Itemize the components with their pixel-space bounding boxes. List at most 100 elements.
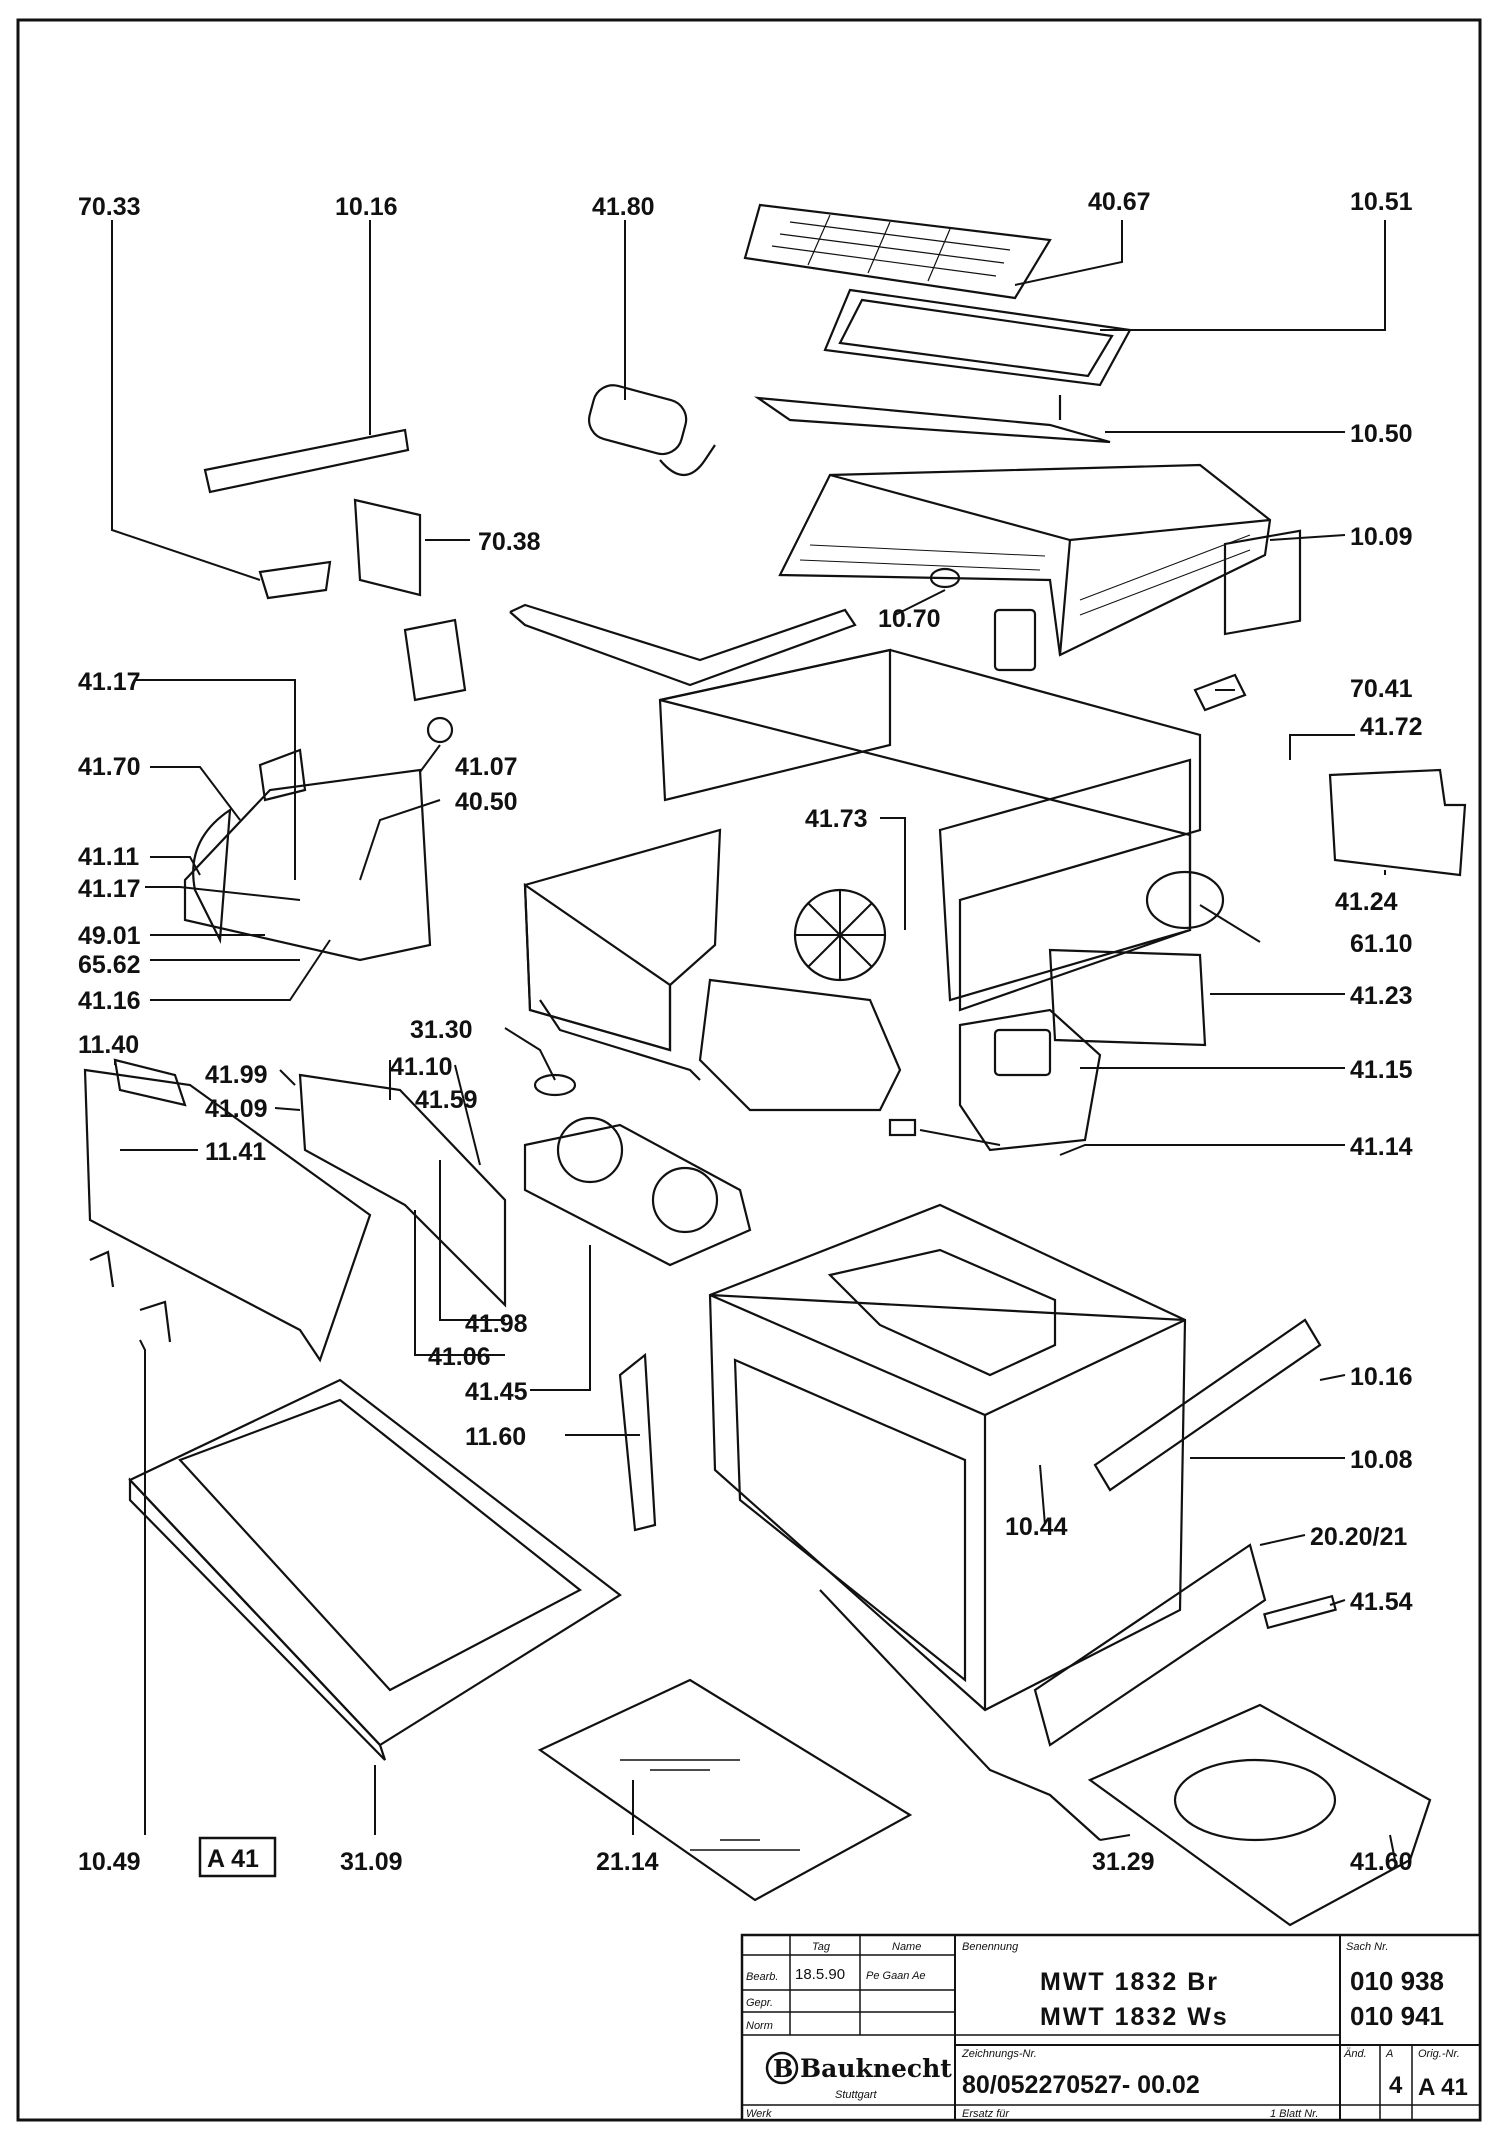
oven-cavity bbox=[708, 1203, 1187, 1712]
tb-aend-label: Änd. bbox=[1343, 2048, 1367, 2060]
label-4145: 41.45 bbox=[465, 1378, 528, 1406]
tb-a-label: A bbox=[1385, 2048, 1393, 2060]
label-4116: 41.16 bbox=[78, 987, 141, 1015]
label-7038: 70.38 bbox=[478, 528, 541, 556]
label-4111: 41.11 bbox=[78, 843, 139, 871]
magnetron bbox=[958, 1008, 1102, 1152]
tb-blatt-label: 1 Blatt Nr. bbox=[1270, 2108, 1319, 2120]
hinge bbox=[618, 1352, 657, 1532]
tb-brand: Bauknecht bbox=[800, 2054, 952, 2083]
turntable-drive bbox=[523, 1123, 752, 1267]
label-4172: 41.72 bbox=[1360, 713, 1423, 741]
label-1049: 10.49 bbox=[78, 1848, 141, 1876]
top-frame bbox=[823, 288, 1132, 387]
label-1009: 10.09 bbox=[1350, 523, 1413, 551]
label-7033: 70.33 bbox=[78, 193, 141, 221]
motor bbox=[1145, 870, 1225, 930]
sheet-tag-text: A 41 bbox=[207, 1845, 259, 1873]
label-4180: 41.80 bbox=[592, 193, 655, 221]
parts-artwork bbox=[83, 203, 1467, 1927]
chassis-frame bbox=[659, 648, 1202, 1012]
label-3130: 31.30 bbox=[410, 1016, 473, 1044]
capacitor bbox=[588, 384, 688, 456]
tb-col-tag: Tag bbox=[812, 1941, 831, 1953]
title-block: Tag Name Benennung Sach Nr. Bearb. Gepr.… bbox=[740, 1933, 1482, 2122]
tb-brand-city: Stuttgart bbox=[835, 2089, 878, 2101]
cavity-top-plate bbox=[827, 1248, 1057, 1377]
rod bbox=[509, 603, 857, 687]
tb-bearb-date: 18.5.90 bbox=[795, 1966, 845, 1983]
label-2020: 20.20/21 bbox=[1310, 1523, 1407, 1551]
tb-ersatz-label: Ersatz für bbox=[962, 2108, 1010, 2120]
tb-drawing-number: 80/052270527- 00.02 bbox=[962, 2071, 1200, 2099]
label-4107: 41.07 bbox=[455, 753, 518, 781]
label-4154: 41.54 bbox=[1350, 1588, 1413, 1616]
label-4901: 49.01 bbox=[78, 922, 141, 950]
top-grille bbox=[743, 203, 1052, 300]
top-tray bbox=[753, 396, 1111, 444]
bracket-top bbox=[203, 428, 410, 494]
label-1016b: 10.16 bbox=[1350, 1363, 1413, 1391]
hood-vents bbox=[799, 534, 1251, 616]
tb-model-2: MWT 1832 Ws bbox=[1040, 2003, 1229, 2031]
label-1141: 11.41 bbox=[205, 1138, 266, 1166]
label-4050: 40.50 bbox=[455, 788, 518, 816]
label-1050: 10.50 bbox=[1350, 420, 1413, 448]
label-4160: 41.60 bbox=[1350, 1848, 1413, 1876]
label-7041: 70.41 bbox=[1350, 675, 1413, 703]
label-4123: 41.23 bbox=[1350, 982, 1413, 1010]
label-4117b: 41.17 bbox=[78, 875, 141, 903]
label-4114: 41.14 bbox=[1350, 1133, 1413, 1161]
label-6110: 61.10 bbox=[1350, 930, 1413, 958]
label-1008: 10.08 bbox=[1350, 1446, 1413, 1474]
side-cover bbox=[1033, 1543, 1267, 1747]
label-4115: 41.15 bbox=[1350, 1056, 1413, 1084]
shield-plate bbox=[1048, 948, 1207, 1047]
small-board bbox=[993, 608, 1037, 672]
label-4110: 41.10 bbox=[390, 1053, 453, 1081]
tb-col-benennung: Benennung bbox=[962, 1941, 1019, 1953]
tb-bearb-name: Pe Gaan Ae bbox=[866, 1970, 926, 1982]
base-tray bbox=[1087, 1703, 1432, 1927]
tb-model-1: MWT 1832 Br bbox=[1040, 1968, 1219, 1996]
tb-orig-nr: A 41 bbox=[1418, 2074, 1468, 2101]
tb-sach-nr-1: 010 938 bbox=[1350, 1966, 1444, 1996]
tb-row-bearb: Bearb. bbox=[746, 1971, 778, 1983]
label-3129: 31.29 bbox=[1092, 1848, 1155, 1876]
label-4109: 41.09 bbox=[205, 1095, 268, 1123]
tb-werk-label: Werk bbox=[746, 2108, 772, 2120]
tb-row-norm: Norm bbox=[746, 2020, 773, 2032]
label-1140: 11.40 bbox=[78, 1031, 139, 1059]
label-6562: 65.62 bbox=[78, 951, 141, 979]
transformer-small bbox=[1223, 529, 1302, 636]
tb-col-name: Name bbox=[892, 1941, 921, 1953]
leader-lines bbox=[111, 220, 1396, 1861]
tb-row-gepr: Gepr. bbox=[746, 1997, 773, 2009]
label-1016a: 10.16 bbox=[335, 193, 398, 221]
tb-aend-index: 4 bbox=[1389, 2072, 1403, 2099]
tb-col-sachnr: Sach Nr. bbox=[1346, 1941, 1388, 1953]
sheet-tag: A 41 bbox=[198, 1836, 277, 1878]
switch-bracket bbox=[403, 618, 467, 702]
label-1160: 11.60 bbox=[465, 1423, 526, 1451]
label-4199: 41.99 bbox=[205, 1061, 268, 1089]
door-rod bbox=[819, 1589, 1101, 1841]
front-panel bbox=[83, 1068, 372, 1363]
label-4159: 41.59 bbox=[415, 1086, 478, 1114]
tb-sach-nr-2: 010 941 bbox=[1350, 2001, 1444, 2031]
label-1070: 10.70 bbox=[878, 605, 941, 633]
waveguide bbox=[698, 978, 902, 1112]
label-4170: 41.70 bbox=[78, 753, 141, 781]
label-4198: 41.98 bbox=[465, 1310, 528, 1338]
top-grille-slots bbox=[771, 214, 1011, 282]
cover-plate bbox=[1328, 768, 1467, 877]
label-1051: 10.51 bbox=[1350, 188, 1413, 216]
bauknecht-logo: B Bauknecht Stuttgart bbox=[765, 2051, 952, 2101]
svg-text:B: B bbox=[773, 2054, 793, 2083]
clip bbox=[258, 560, 332, 600]
label-4124: 41.24 bbox=[1335, 888, 1398, 916]
label-1044: 10.44 bbox=[1005, 1513, 1068, 1541]
control-board bbox=[298, 1073, 507, 1308]
trim-strip bbox=[1093, 1318, 1322, 1492]
